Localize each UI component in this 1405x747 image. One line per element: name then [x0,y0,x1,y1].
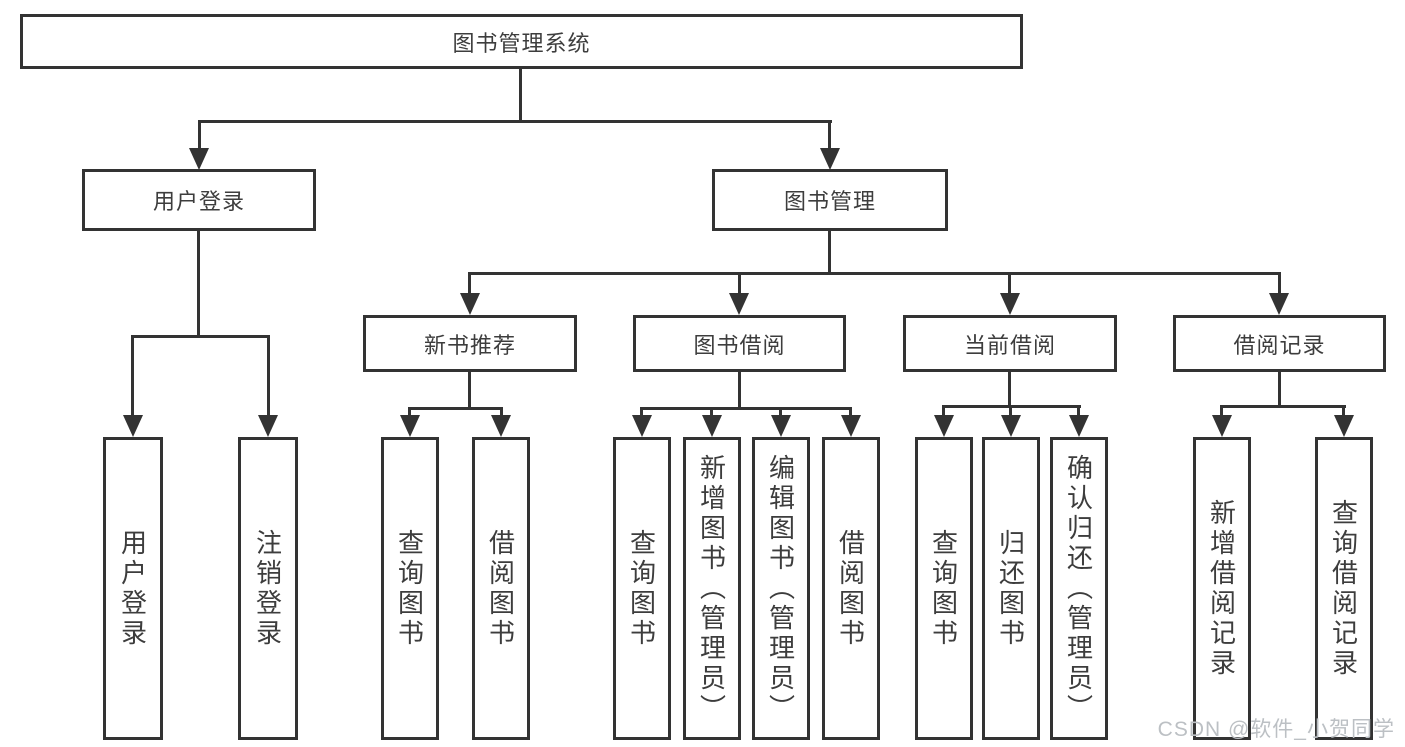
arrowhead-down-icon [491,415,511,437]
arrowhead-down-icon [729,293,749,315]
leaf-label: 查询借阅记录 [1328,498,1359,679]
connector-line [738,272,741,295]
connector-line [500,407,503,417]
leaf-add-borrow-record: 新增借阅记录 [1193,437,1251,740]
leaf-label: 确认归还（管理员） [1063,453,1094,724]
arrowhead-down-icon [1000,293,1020,315]
node-user-login: 用户登录 [82,169,316,231]
connector-line [468,372,471,410]
arrowhead-down-icon [258,415,278,437]
arrowhead-down-icon [123,415,143,437]
leaf-label: 用户登录 [117,528,148,649]
watermark-csdn: CSDN @软件_小贺同学 [1157,718,1395,741]
leaf-add-books-admin: 新增图书（管理员） [683,437,741,740]
connector-line [779,407,782,417]
node-book-borrow: 图书借阅 [633,315,846,372]
arrowhead-down-icon [1069,415,1089,437]
connector-line [1278,372,1281,408]
arrowhead-down-icon [189,148,209,170]
node-current-borrow: 当前借阅 [903,315,1117,372]
connector-line [1008,372,1011,408]
leaf-confirm-return-admin: 确认归还（管理员） [1050,437,1108,740]
arrowhead-down-icon [820,148,840,170]
connector-line [408,407,411,417]
node-library-management-system: 图书管理系统 [20,14,1023,69]
connector-line [408,407,502,410]
arrowhead-down-icon [632,415,652,437]
connector-line [468,272,471,295]
arrowhead-down-icon [841,415,861,437]
arrowhead-down-icon [400,415,420,437]
connector-line [738,372,741,410]
leaf-borrow-books-recommend: 借阅图书 [472,437,530,740]
connector-line [828,120,831,150]
leaf-label: 借阅图书 [485,528,516,649]
connector-line [849,407,852,417]
connector-line [267,335,270,415]
connector-line [198,120,832,123]
node-label: 当前借阅 [963,332,1056,358]
connector-line [1077,405,1080,417]
leaf-logout: 注销登录 [238,437,298,740]
leaf-label: 查询图书 [394,528,425,649]
leaf-query-books-borrow: 查询图书 [613,437,671,740]
node-label: 图书管理系统 [452,30,591,56]
connector-line [710,407,713,417]
connector-line [1008,272,1011,295]
connector-line [131,335,134,415]
arrowhead-down-icon [934,415,954,437]
leaf-query-books-current: 查询图书 [915,437,973,740]
arrowhead-down-icon [1001,415,1021,437]
arrowhead-down-icon [1334,415,1354,437]
node-label: 借阅记录 [1233,332,1326,358]
connector-line [197,231,200,337]
connector-line [640,407,643,417]
leaf-label: 新增借阅记录 [1206,498,1237,679]
connector-line [131,335,270,338]
connector-line [1278,272,1281,295]
leaf-label: 注销登录 [252,528,283,649]
connector-line [1342,405,1345,417]
arrowhead-down-icon [702,415,722,437]
node-label: 新书推荐 [423,332,516,358]
leaf-query-borrow-record: 查询借阅记录 [1315,437,1373,740]
node-borrow-records: 借阅记录 [1173,315,1386,372]
node-label: 图书管理 [783,189,876,214]
connector-line [1220,405,1223,417]
connector-line [942,405,945,417]
leaf-return-books: 归还图书 [982,437,1040,740]
leaf-query-books-recommend: 查询图书 [381,437,439,740]
leaf-label: 借阅图书 [835,528,866,649]
connector-line [519,69,522,123]
leaf-borrow-books: 借阅图书 [822,437,880,740]
leaf-label: 查询图书 [928,528,959,649]
node-label: 图书借阅 [693,332,786,358]
leaf-label: 编辑图书（管理员） [765,453,796,724]
connector-line [1009,405,1012,417]
leaf-user-login: 用户登录 [103,437,163,740]
arrowhead-down-icon [771,415,791,437]
node-label: 用户登录 [152,189,245,214]
leaf-edit-books-admin: 编辑图书（管理员） [752,437,810,740]
leaf-label: 归还图书 [995,528,1026,649]
arrowhead-down-icon [1212,415,1232,437]
leaf-label: 查询图书 [626,528,657,649]
connector-line [1220,405,1346,408]
node-book-management: 图书管理 [712,169,948,231]
arrowhead-down-icon [460,293,480,315]
arrowhead-down-icon [1269,293,1289,315]
leaf-label: 新增图书（管理员） [696,453,727,724]
node-new-book-recommend: 新书推荐 [363,315,577,372]
connector-line [468,272,1281,275]
connector-line [828,231,831,275]
connector-line [640,407,852,410]
connector-line [198,120,201,150]
